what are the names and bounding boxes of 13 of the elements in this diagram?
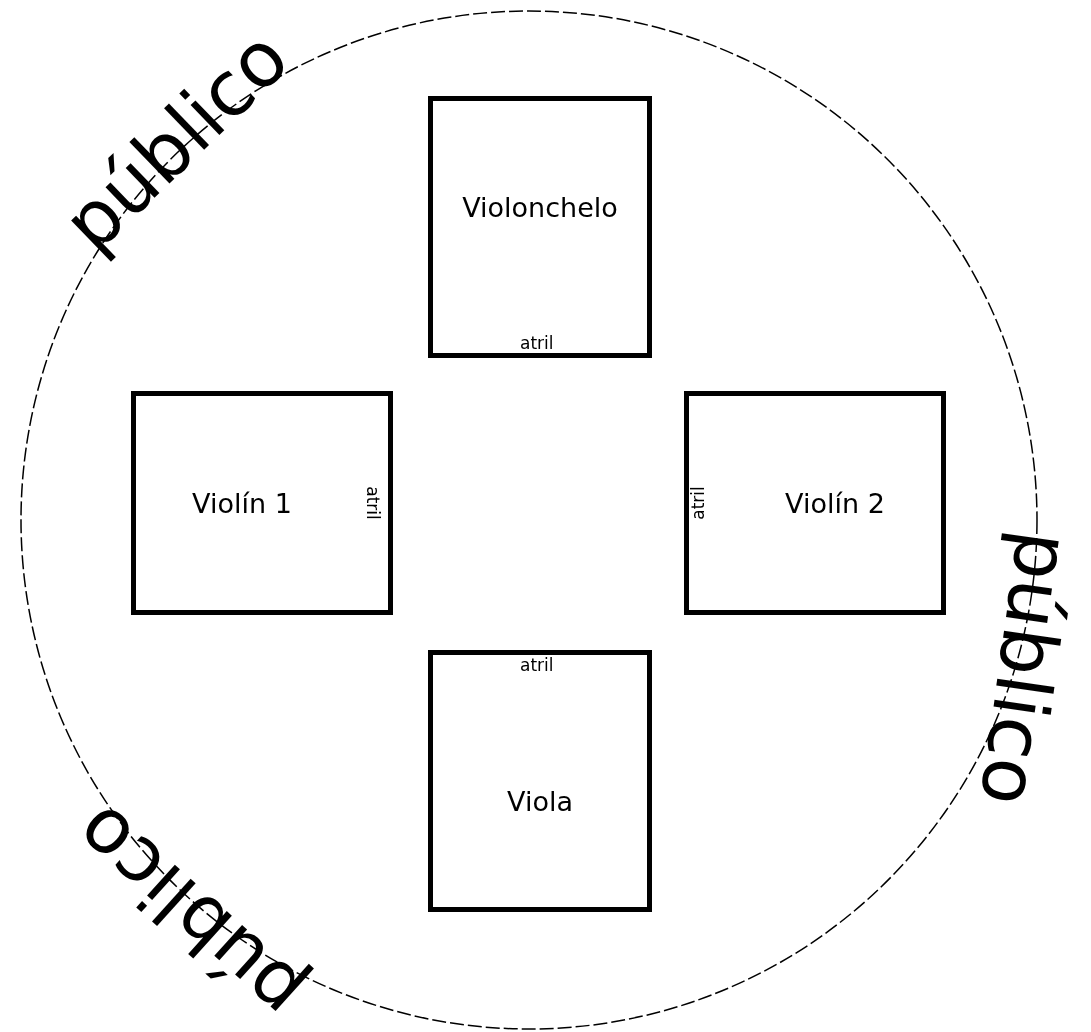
stand-label: atril xyxy=(362,486,383,520)
instrument-name: Violín 1 xyxy=(192,487,292,519)
instrument-box xyxy=(684,391,946,615)
instrument-name: Violín 2 xyxy=(785,487,885,519)
stand-label: atril xyxy=(520,655,554,675)
stand-label: atril xyxy=(687,486,708,520)
stand-label: atril xyxy=(520,333,554,353)
instrument-box xyxy=(428,96,652,358)
instrument-name: Viola xyxy=(507,785,573,817)
instrument-box xyxy=(428,650,652,912)
instrument-box xyxy=(131,391,393,615)
instrument-name: Violonchelo xyxy=(462,191,618,223)
audience-label: público xyxy=(961,525,1089,811)
